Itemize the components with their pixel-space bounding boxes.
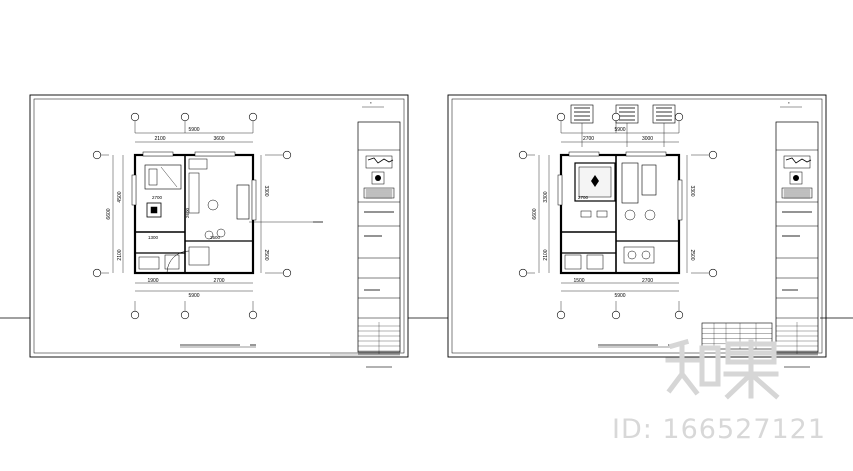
- dimension-label: 2700: [642, 278, 653, 284]
- grid-axis-bubble: [248, 112, 258, 122]
- grid-axis-bubble: [518, 268, 528, 278]
- dimension-label: 6600: [532, 208, 538, 219]
- grid-axis-bubble: [92, 268, 102, 278]
- dimension-lines: 2700 3000 5900 1500 2700 5900 3300 2100 6600 3300…: [518, 112, 718, 320]
- dimension-label: 3300: [263, 185, 269, 196]
- dimension-label: 2700: [583, 136, 594, 142]
- grid-axis-bubble: [611, 310, 621, 320]
- dimension-label: 5900: [188, 293, 199, 299]
- dimension-label: 1300: [148, 235, 159, 240]
- dimension-label: 5900: [188, 127, 199, 133]
- drawing-sheet-1: ▪ 2700 1300 2500 2600 2100 3600 5900 1900 2700 590…: [29, 94, 409, 368]
- title-block: [775, 121, 819, 368]
- mark-dot: ▪: [788, 100, 790, 105]
- grid-axis-bubble: [130, 112, 140, 122]
- grid-axis-bubble: [518, 150, 528, 160]
- dimension-label: 5900: [614, 293, 625, 299]
- floor-plan: 2700: [557, 104, 683, 275]
- drawing-caption: [180, 344, 256, 348]
- dimension-label: 6600: [106, 208, 112, 219]
- dimension-label: 2500: [689, 249, 695, 260]
- grid-axis-bubble: [556, 310, 566, 320]
- watermark-logo: [665, 338, 780, 400]
- elevation-tag: [652, 104, 676, 147]
- dimension-lines: 2100 3600 5900 1900 2700 5900 4500 2100 6600 3300…: [92, 112, 292, 320]
- dimension-label: 3300: [689, 185, 695, 196]
- dimension-label: 1900: [147, 278, 158, 284]
- grid-axis-bubble: [674, 112, 684, 122]
- dimension-label: 3000: [642, 136, 653, 142]
- grid-axis-bubble: [708, 150, 718, 160]
- grid-axis-bubble: [248, 310, 258, 320]
- grid-axis-bubble: [708, 268, 718, 278]
- dimension-label: 2700: [152, 195, 163, 200]
- grid-axis-bubble: [556, 112, 566, 122]
- drawing-caption: [598, 344, 674, 348]
- grid-axis-bubble: [282, 150, 292, 160]
- grid-axis-bubble: [674, 310, 684, 320]
- grid-axis-bubble: [180, 310, 190, 320]
- dimension-label: 2500: [210, 235, 221, 240]
- grid-axis-bubble: [180, 112, 190, 122]
- dimension-label: 4500: [117, 191, 123, 202]
- dimension-label: 2600: [185, 207, 190, 218]
- elevation-tag: [615, 104, 639, 147]
- dimension-label: 2100: [154, 136, 165, 142]
- grid-axis-bubble: [282, 268, 292, 278]
- drawing-sheet-2: ▪ 2700 2700 3000 5900 1500 2700 5900 3300 2100 660…: [447, 94, 827, 368]
- elevation-tag: [570, 104, 594, 147]
- dimension-label: 2100: [543, 249, 549, 260]
- mark-dot: ▪: [370, 100, 372, 105]
- grid-axis-bubble: [92, 150, 102, 160]
- dimension-label: 2700: [213, 278, 224, 284]
- dimension-label: 3600: [213, 136, 224, 142]
- grid-axis-bubble: [611, 112, 621, 122]
- dimension-label: 2100: [117, 249, 123, 260]
- dimension-label: 2700: [578, 195, 589, 200]
- dimension-label: 3300: [543, 191, 549, 202]
- dimension-label: 2500: [263, 249, 269, 260]
- dimension-label: 1500: [573, 278, 584, 284]
- title-block: [357, 121, 401, 368]
- dimension-label: 5900: [614, 127, 625, 133]
- watermark-id: ID: 166527121: [612, 414, 827, 445]
- floor-plan: 2700 1300 2500 2600: [131, 151, 323, 275]
- grid-axis-bubble: [130, 310, 140, 320]
